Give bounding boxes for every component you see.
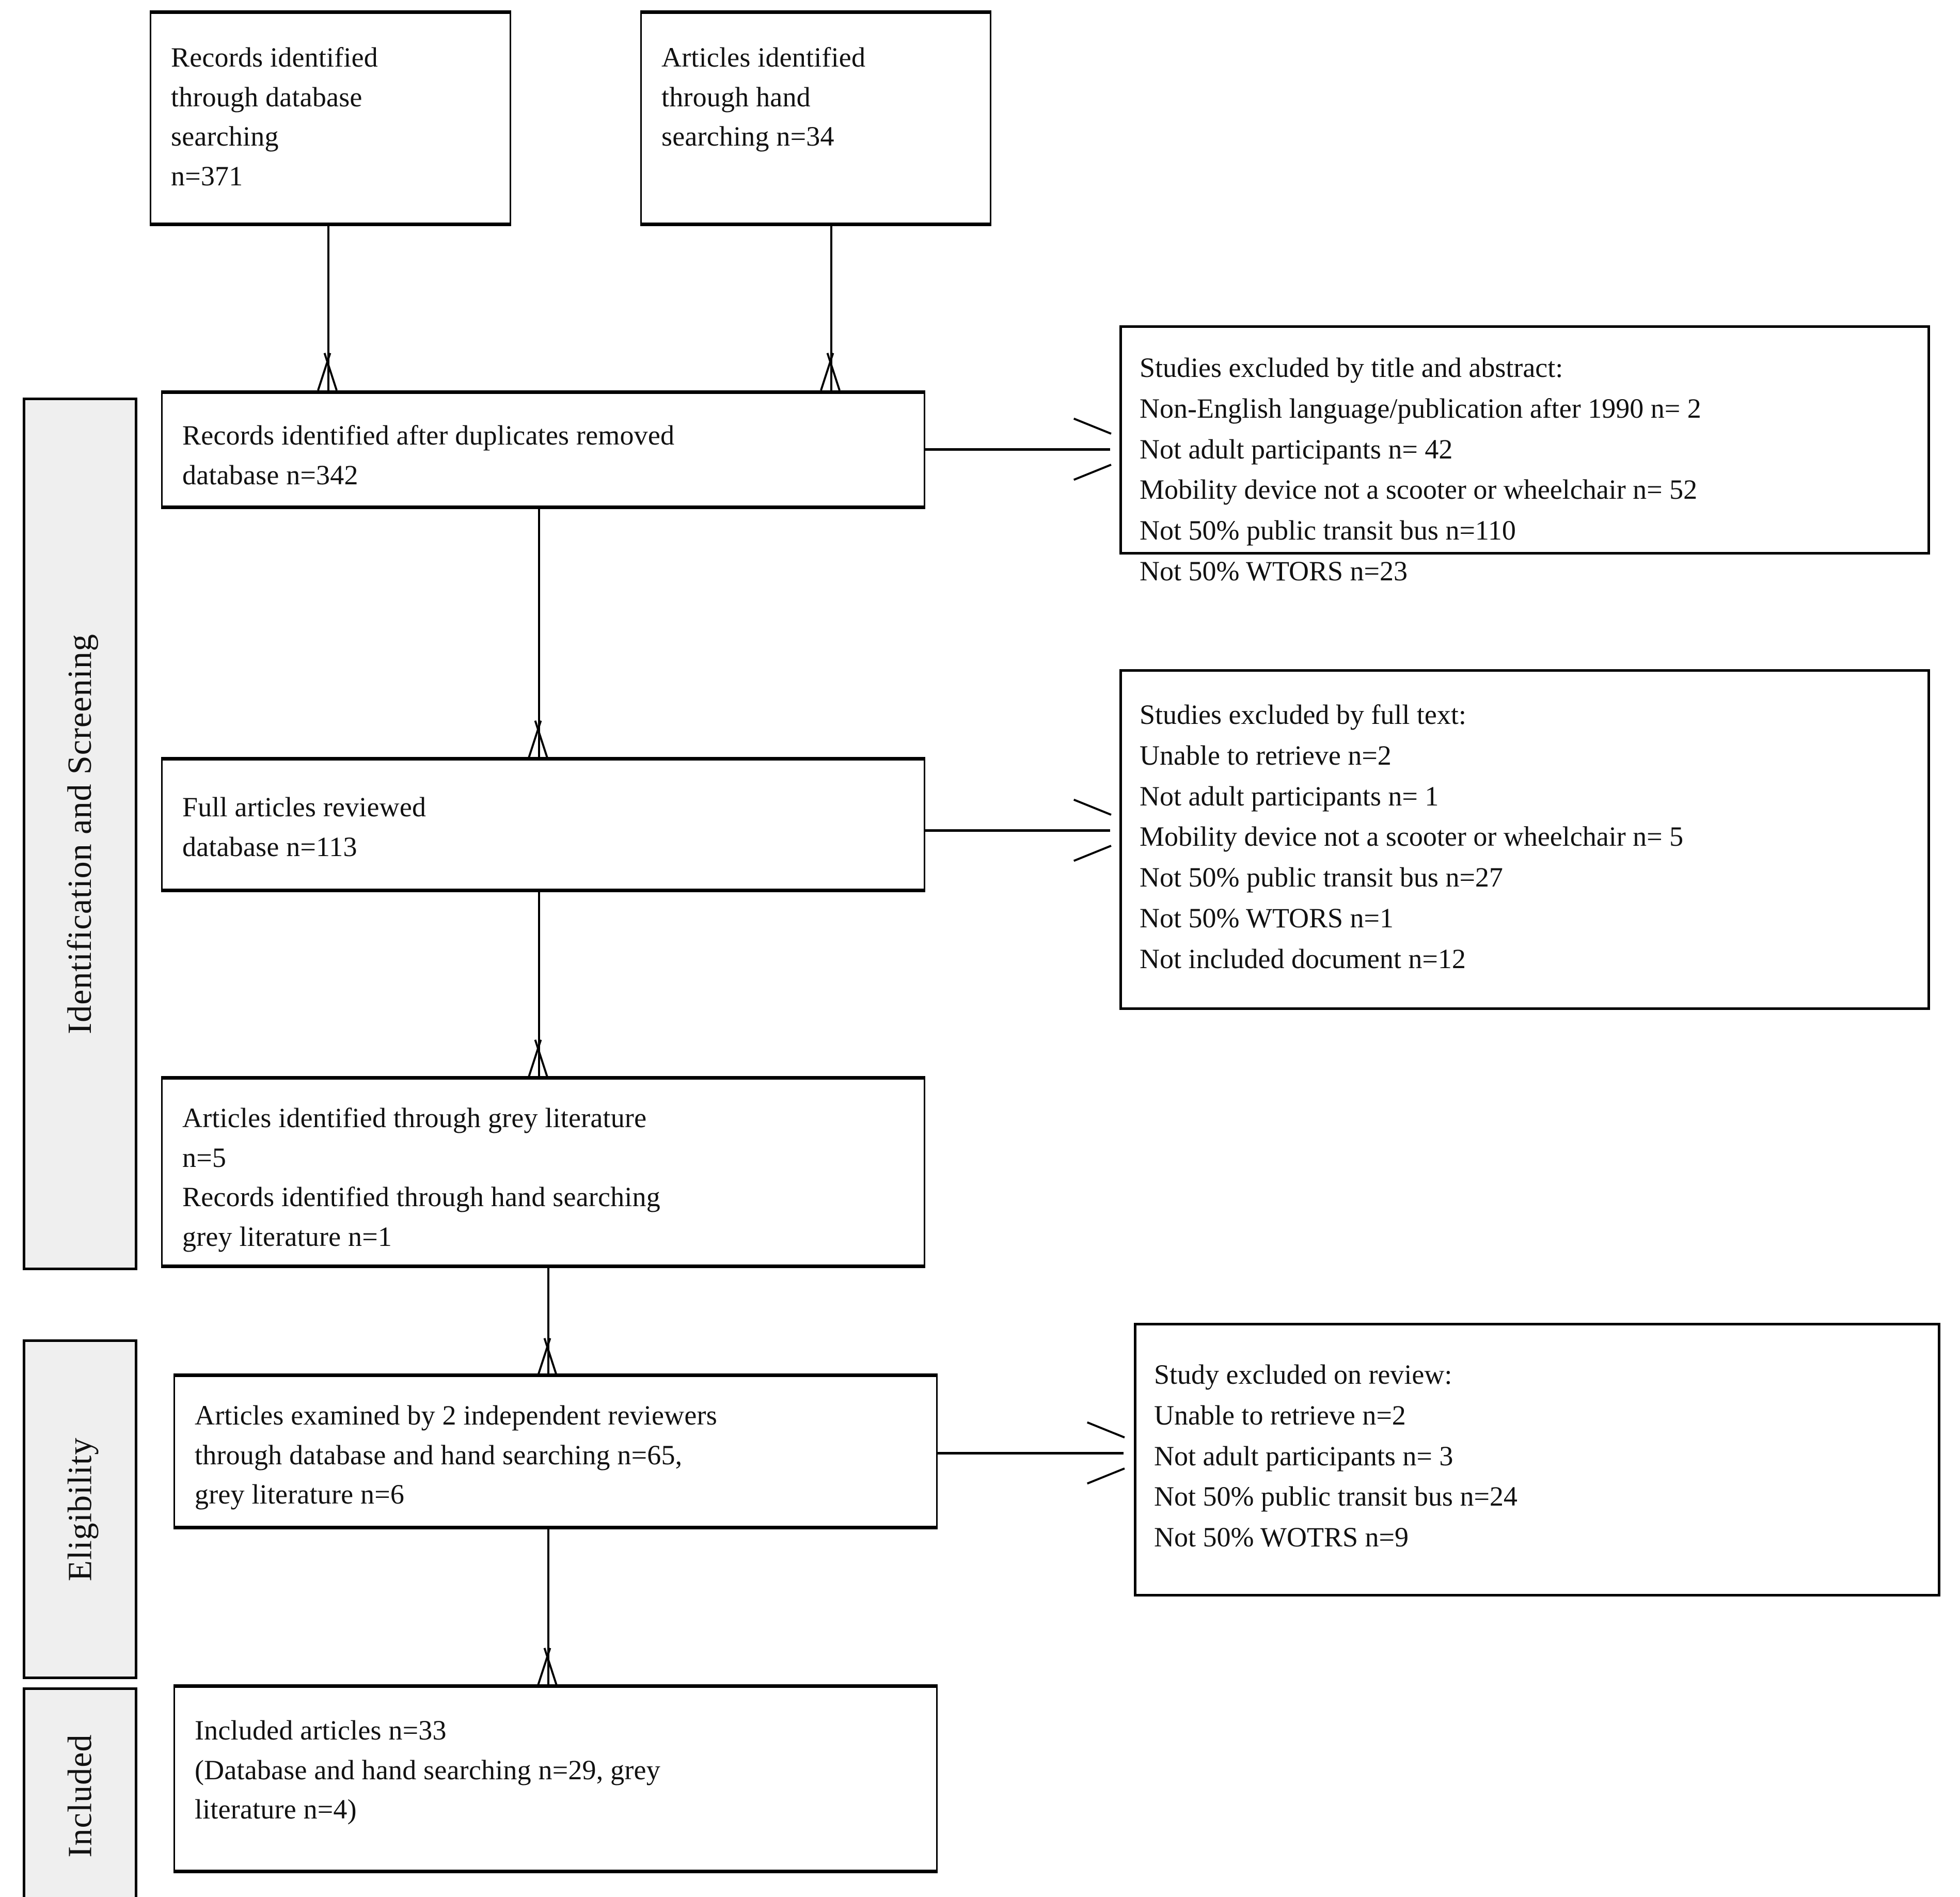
box-text: Studies excluded by title and abstract: … xyxy=(1140,352,1701,587)
connector-line-dedup-to-full-articles xyxy=(538,509,540,757)
box-articles-examined-reviewers: Articles examined by 2 independent revie… xyxy=(173,1373,938,1529)
box-text: Included articles n=33 (Database and han… xyxy=(195,1715,660,1825)
box-text: Study excluded on review: Unable to retr… xyxy=(1154,1359,1518,1553)
box-text: Articles examined by 2 independent revie… xyxy=(195,1400,717,1510)
connector-line-reviewers-to-excluded-review xyxy=(938,1452,1124,1455)
box-excluded-title-abstract: Studies excluded by title and abstract: … xyxy=(1119,325,1930,587)
box-full-articles-reviewed: Full articles reviewed database n=113 xyxy=(161,757,925,892)
phase-label-text: Included xyxy=(61,1734,99,1858)
connector-arrowhead-full-to-grey xyxy=(528,1038,548,1077)
box-text: Records identified through database sear… xyxy=(171,42,378,192)
connector-arrowhead-reviewers-to-excluded-review xyxy=(1084,1436,1125,1469)
box-text: Studies excluded by full text: Unable to… xyxy=(1140,699,1684,974)
phase-label-included: Included xyxy=(23,1687,137,1897)
connector-arrowhead-reviewers-to-included xyxy=(537,1646,558,1685)
box-articles-hand-searching: Articles identified through hand searchi… xyxy=(640,10,991,226)
box-records-database-searching: Records identified through database sear… xyxy=(150,10,511,226)
connector-line-db-to-dedup xyxy=(327,226,329,390)
connector-arrowhead-grey-to-reviewers xyxy=(537,1336,558,1376)
connector-arrowhead-full-to-excluded-fulltext xyxy=(1071,814,1111,847)
box-grey-literature: Articles identified through grey literat… xyxy=(161,1076,925,1268)
box-text: Articles identified through hand searchi… xyxy=(661,42,866,152)
connector-line-grey-to-reviewers xyxy=(547,1268,549,1373)
phase-label-identification-and-screening: Identification and Screening xyxy=(23,398,137,1270)
connector-line-full-to-grey xyxy=(538,892,540,1076)
box-text: Records identified after duplicates remo… xyxy=(182,420,675,491)
connector-line-full-to-excluded-fulltext xyxy=(925,829,1110,832)
box-excluded-on-review: Study excluded on review: Unable to retr… xyxy=(1134,1323,1940,1596)
box-excluded-full-text: Studies excluded by full text: Unable to… xyxy=(1119,669,1930,1010)
phase-label-text: Identification and Screening xyxy=(61,634,99,1034)
connector-line-reviewers-to-included xyxy=(547,1529,549,1684)
connector-arrowhead-dedup-to-full-articles xyxy=(528,719,548,758)
box-text: Full articles reviewed database n=113 xyxy=(182,792,426,862)
box-records-after-duplicates: Records identified after duplicates remo… xyxy=(161,390,925,509)
connector-arrowhead-dedup-to-excluded-title xyxy=(1071,433,1111,466)
box-text: Articles identified through grey literat… xyxy=(182,1102,660,1253)
connector-arrowhead-hand-to-dedup xyxy=(820,351,841,390)
connector-arrowhead-db-to-dedup xyxy=(317,351,338,390)
box-included-articles: Included articles n=33 (Database and han… xyxy=(173,1684,938,1873)
connector-line-dedup-to-excluded-title xyxy=(925,448,1110,451)
connector-line-hand-to-dedup xyxy=(830,226,832,390)
phase-label-text: Eligibility xyxy=(61,1437,99,1582)
phase-label-eligibility: Eligibility xyxy=(23,1339,137,1679)
